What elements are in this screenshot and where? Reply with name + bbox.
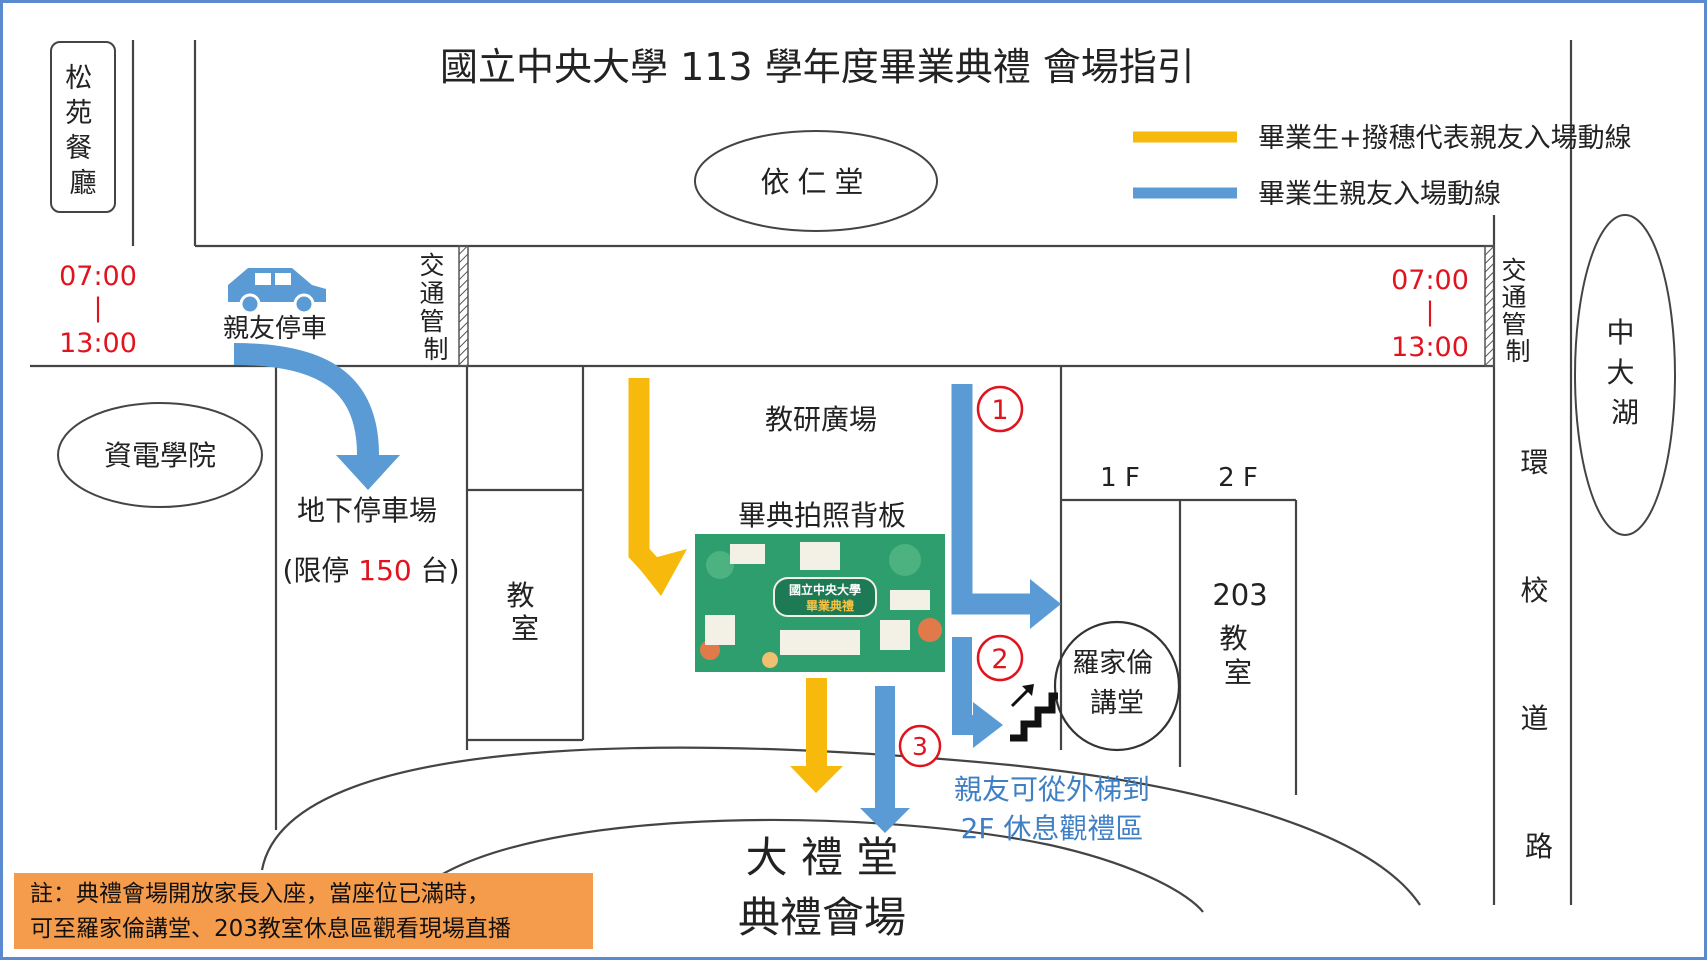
marker-1: 1 bbox=[976, 385, 1024, 433]
luo-label: 羅家倫 講堂 bbox=[1072, 648, 1162, 719]
arrow-yellow-to-backdrop-head bbox=[635, 549, 687, 596]
lake-c3: 湖 bbox=[1611, 396, 1639, 429]
ring-road-label: 環 校 道 路 bbox=[1521, 446, 1558, 863]
parking-label: 地下停車場 bbox=[297, 494, 437, 527]
arrow-yellow-down-head bbox=[790, 766, 843, 793]
tc-right-c4: 制 bbox=[1505, 337, 1530, 366]
lake-c2: 大 bbox=[1607, 356, 1635, 389]
tc-left-c4: 制 bbox=[423, 335, 448, 364]
classroom-left-c1: 教 bbox=[507, 579, 535, 612]
marker-3-text: 3 bbox=[912, 732, 928, 761]
songyuan-box bbox=[50, 41, 116, 213]
car-label: 親友停車 bbox=[223, 314, 327, 344]
luo-line1: 羅家倫 bbox=[1072, 648, 1153, 679]
arrow-blue-down bbox=[875, 686, 895, 808]
legend-blue-label: 畢業生親友入場動線 bbox=[1258, 179, 1501, 210]
note-box: 註：典禮會場開放家長入座，當座位已滿時， 可至羅家倫講堂、203教室休息區觀看現… bbox=[14, 873, 593, 949]
arrow-route-2-head bbox=[973, 702, 1003, 748]
lake-ellipse bbox=[1574, 214, 1676, 536]
songyuan-c2: 苑 bbox=[65, 98, 92, 129]
time-start-left: 07:00 bbox=[59, 261, 137, 292]
zidian-ellipse bbox=[57, 402, 263, 508]
backdrop-image-line1: 國立中央大學 bbox=[789, 582, 861, 597]
ring-road-c4: 路 bbox=[1525, 830, 1553, 863]
time-end-left: 13:00 bbox=[59, 328, 137, 359]
time-start-right: 07:00 bbox=[1391, 265, 1469, 296]
tc-right-c2: 通 bbox=[1502, 283, 1527, 312]
marker-2-text: 2 bbox=[991, 644, 1008, 675]
tc-right-c3: 管 bbox=[1502, 310, 1527, 339]
backdrop-label: 畢典拍照背板 bbox=[738, 499, 906, 532]
room203-word: 教 室 bbox=[1220, 622, 1257, 689]
songyuan-c4: 廳 bbox=[70, 168, 97, 199]
yiren-ellipse bbox=[694, 130, 938, 232]
note-line2: 可至羅家倫講堂、203教室休息區觀看現場直播 bbox=[30, 916, 511, 942]
note-line1: 註：典禮會場開放家長入座，當座位已滿時， bbox=[30, 881, 490, 907]
car-icon bbox=[228, 268, 326, 315]
marker-2: 2 bbox=[976, 634, 1024, 682]
parking-limit-pre: (限停 bbox=[282, 554, 358, 587]
marker-1-text: 1 bbox=[991, 395, 1008, 426]
room203-number: 203 bbox=[1212, 578, 1267, 612]
zidian-label: 資電學院 bbox=[104, 439, 216, 472]
tc-right-c1: 交 bbox=[1502, 256, 1527, 285]
songyuan-c1: 松 bbox=[65, 63, 92, 94]
backdrop-image-line2: 畢業典禮 bbox=[806, 598, 854, 613]
arrow-yellow-down bbox=[806, 678, 827, 766]
time-dash-right: | bbox=[1426, 297, 1435, 327]
traffic-control-bar-right bbox=[1484, 245, 1495, 367]
traffic-control-right: 交 通 管 制 bbox=[1502, 256, 1535, 366]
arrow-car-to-parking-head bbox=[336, 455, 400, 490]
parking-limit-num: 150 bbox=[358, 554, 411, 587]
upstairs-note-line1: 親友可從外梯到 bbox=[954, 773, 1150, 806]
arrow-route-1-head bbox=[1030, 579, 1061, 629]
tc-left-c2: 通 bbox=[420, 279, 445, 308]
ring-road-c1: 環 bbox=[1521, 446, 1549, 479]
upstairs-note-line2: 2F 休息觀禮區 bbox=[961, 812, 1144, 845]
traffic-control-left: 交 通 管 制 bbox=[420, 251, 453, 364]
arrow-route-1 bbox=[951, 384, 1032, 615]
auditorium-line2: 典禮會場 bbox=[738, 893, 906, 942]
arrow-blue-down-head bbox=[860, 808, 910, 833]
time-dash-left: | bbox=[94, 293, 103, 323]
legend-yellow-label: 畢業生+撥穗代表親友入場動線 bbox=[1258, 123, 1632, 154]
time-end-right: 13:00 bbox=[1391, 332, 1469, 363]
parking-limit-post: 台) bbox=[412, 554, 460, 587]
tc-left-c1: 交 bbox=[420, 251, 445, 280]
lake-c1: 中 bbox=[1607, 316, 1635, 349]
backdrop-image: 國立中央大學 畢業典禮 bbox=[695, 534, 945, 672]
marker-3: 3 bbox=[898, 724, 942, 768]
yiren-label: 依仁堂 bbox=[760, 165, 871, 199]
stairs-icon bbox=[1010, 684, 1058, 742]
tc-left-c3: 管 bbox=[420, 307, 445, 336]
arrow-car-to-parking bbox=[233, 343, 379, 456]
songyuan-label: 松 苑 餐 廳 bbox=[65, 63, 101, 199]
room203-c1: 教 bbox=[1220, 622, 1248, 655]
lake-label: 中 大 湖 bbox=[1607, 316, 1644, 429]
auditorium-line1: 大 禮 堂 bbox=[746, 833, 899, 882]
luo-ellipse bbox=[1053, 620, 1181, 752]
traffic-control-bar-left bbox=[458, 245, 469, 367]
page-title: 國立中央大學 113 學年度畢業典禮 會場指引 bbox=[440, 45, 1195, 89]
ring-road-c3: 道 bbox=[1521, 702, 1549, 735]
songyuan-c3: 餐 bbox=[65, 133, 92, 164]
plaza-label: 教研廣場 bbox=[765, 403, 877, 436]
parking-limit: (限停 150 台) bbox=[282, 554, 459, 587]
legend: 畢業生+撥穗代表親友入場動線 畢業生親友入場動線 bbox=[1133, 123, 1632, 210]
route-arrows bbox=[233, 343, 1061, 833]
room203-c2: 室 bbox=[1224, 656, 1252, 689]
floor-2f: 2 F bbox=[1218, 463, 1258, 493]
classroom-left-c2: 室 bbox=[511, 612, 539, 645]
luo-line2: 講堂 bbox=[1090, 688, 1144, 719]
arrow-route-2 bbox=[952, 637, 975, 735]
floor-1f: 1 F bbox=[1100, 463, 1140, 493]
ring-road-c2: 校 bbox=[1521, 574, 1549, 607]
classroom-left-label: 教 室 bbox=[507, 579, 544, 645]
arrow-yellow-to-backdrop bbox=[628, 378, 669, 585]
